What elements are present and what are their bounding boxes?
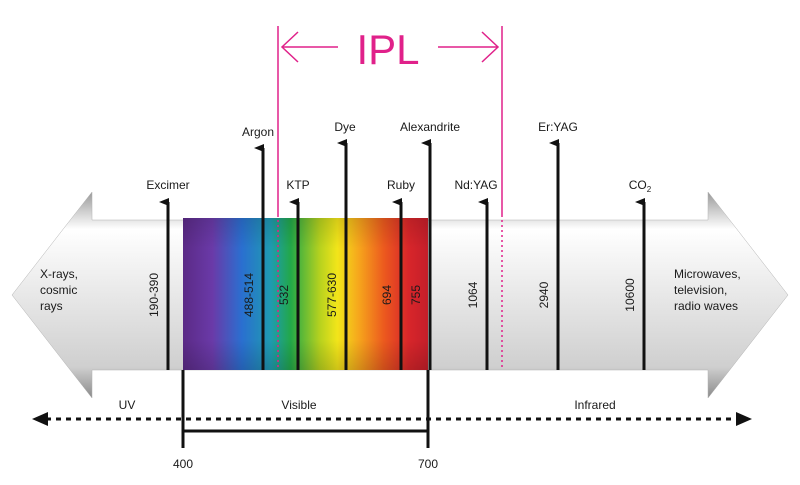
left-text: X-rays, cosmic rays [40, 267, 81, 313]
laser-label-alexandrite: Alexandrite [400, 120, 460, 134]
scale-start-label: 400 [173, 457, 193, 471]
wavelength-label-ruby: 694 [380, 285, 394, 305]
ipl-right-arrow-head [481, 31, 500, 63]
visible-spectrum-shade [183, 218, 428, 370]
laser-label-co2-main: CO [629, 178, 647, 192]
region-label-visible: Visible [281, 398, 316, 412]
laser-label-excimer: Excimer [146, 178, 189, 192]
left-text-line-1: X-rays, [40, 267, 78, 281]
ipl-left-arrow-head [280, 31, 299, 63]
wavelength-label-co2: 10600 [623, 278, 637, 312]
wavelength-label-alexandrite: 755 [409, 285, 423, 305]
laser-label-eryag: Er:YAG [538, 120, 578, 134]
wavelength-label-ktp: 532 [277, 285, 291, 305]
laser-label-ruby: Ruby [387, 178, 415, 192]
scale-end-label: 700 [418, 457, 438, 471]
left-text-line-3: rays [40, 299, 63, 313]
left-text-line-2: cosmic [40, 283, 77, 297]
region-label-uv: UV [119, 398, 136, 412]
laser-label-argon: Argon [242, 125, 274, 139]
laser-label-dye: Dye [334, 120, 356, 134]
right-text: Microwaves, television, radio waves [674, 267, 744, 313]
visible-scale: 400 700 [173, 370, 438, 471]
wavelength-label-ndyag: 1064 [466, 281, 480, 308]
region-right-arrow-head [736, 412, 752, 426]
region-label-infrared: Infrared [574, 398, 615, 412]
wavelength-label-argon: 488-514 [242, 273, 256, 317]
region-axis: UV Visible Infrared [32, 398, 752, 426]
laser-label-ktp: KTP [286, 178, 309, 192]
laser-label-co2: CO2 [629, 178, 652, 194]
wavelength-label-dye: 577-630 [325, 273, 339, 317]
wavelength-label-excimer: 190-390 [147, 273, 161, 317]
laser-label-ndyag: Nd:YAG [454, 178, 497, 192]
region-left-arrow-head [32, 412, 48, 426]
ipl-label: IPL [356, 26, 419, 73]
right-text-line-1: Microwaves, [674, 267, 741, 281]
wavelength-label-eryag: 2940 [537, 281, 551, 308]
ipl-bracket: IPL [277, 26, 503, 370]
right-text-line-2: television, [674, 283, 727, 297]
laser-label-co2-sub: 2 [647, 185, 652, 194]
laser-arrows: Excimer 190-390 Argon 488-514 KTP 532 Dy… [146, 120, 652, 370]
right-text-line-3: radio waves [674, 299, 738, 313]
